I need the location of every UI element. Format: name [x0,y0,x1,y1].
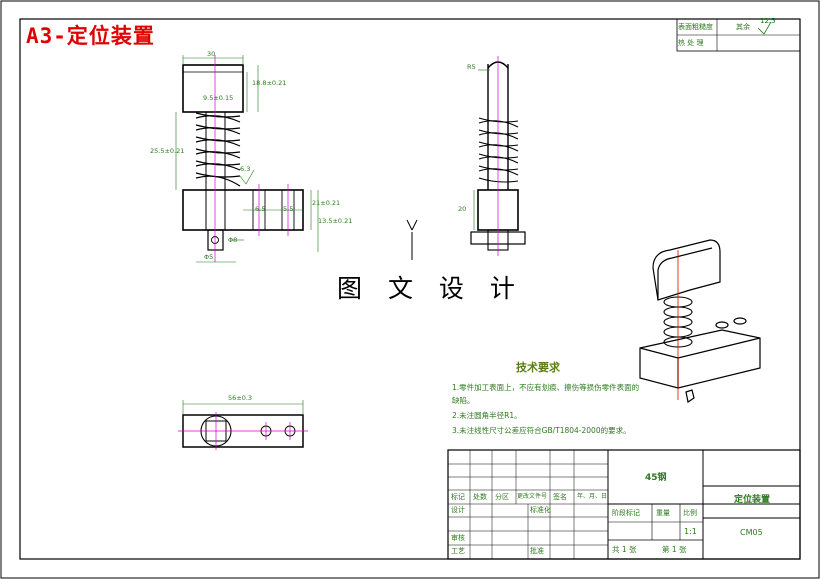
watermark-text: 图 文 设 计 [337,274,524,303]
dim-side-h: 20 [458,205,467,213]
roughness-value: 12.5 [760,17,776,25]
tb-approve-label: 批准 [530,547,544,555]
tb-sheet-no: 第 1 张 [662,545,687,554]
tb-stage-label: 阶段标记 [612,509,640,517]
tb-date-label: 年、月、日 [577,493,608,500]
side-view [470,56,526,256]
front-view [175,55,319,263]
dim-front-d1: 9.5±0.15 [203,94,234,102]
isometric-view [639,239,761,403]
dim-front-d2: 18.8±0.21 [252,79,287,87]
tb-change-doc-label: 更改文件号 [517,493,548,500]
tech-requirement-2: 2.未注圆角半径R1。 [452,411,522,420]
tb-standardize-label: 标准化 [530,506,551,514]
surface-note-label: 表面粗糙度 [678,23,713,31]
tb-process-label: 工艺 [451,547,465,555]
dim-front-d6: 13.5±0.21 [318,217,353,225]
tech-requirement-3: 3.未注线性尺寸公差应符合GB/T1804-2000的要求。 [452,426,631,435]
tech-requirement-1: 1.零件加工表面上，不应有划痕、擦伤等损伤零件表面的 [452,383,640,392]
tb-design-label: 设计 [451,506,465,514]
title-block [447,449,801,560]
scale-value: 1:1 [684,527,697,536]
dim-front-width: 30 [207,50,216,58]
surface-note-value: 其余 [736,23,750,31]
sheet-label: A3-定位装置 [26,24,155,48]
dim-front-spring: 25.5±0.21 [150,147,185,155]
tech-requirement-1-cont: 缺陷。 [452,396,475,405]
dim-front-surface: 6.3 [240,165,251,173]
tech-requirements-title: 技术要求 [516,361,560,374]
top-view [178,400,308,450]
dim-front-d4: 5.5 [283,205,294,213]
tb-count-label: 处数 [473,493,487,501]
tb-marker-label: 标记 [451,493,465,501]
dim-front-d3: 6.5 [255,205,266,213]
tb-zone-label: 分区 [495,493,509,501]
axis-indicator [406,219,418,260]
dim-front-d7: Φ8 [228,236,238,244]
tb-sheets: 共 1 张 [612,545,637,554]
tb-review-label: 审核 [451,534,465,542]
drawing-number: CM05 [740,528,763,537]
tb-sign-label: 签名 [553,493,567,501]
dim-front-d8: Φ5 [204,253,214,261]
surface-note-box [676,18,801,52]
tb-ratio-label: 比例 [683,509,697,517]
dim-top-length: 56±0.3 [228,394,253,402]
part-name: 定位装置 [734,495,771,505]
material-label: 45钢 [645,473,667,483]
dim-front-d5: 21±0.21 [312,199,341,207]
heat-treatment-label: 热 处 理 [678,39,704,47]
tb-weight-label: 重量 [656,509,670,517]
inner-border [19,18,801,560]
dim-side-r: R5 [467,63,476,71]
